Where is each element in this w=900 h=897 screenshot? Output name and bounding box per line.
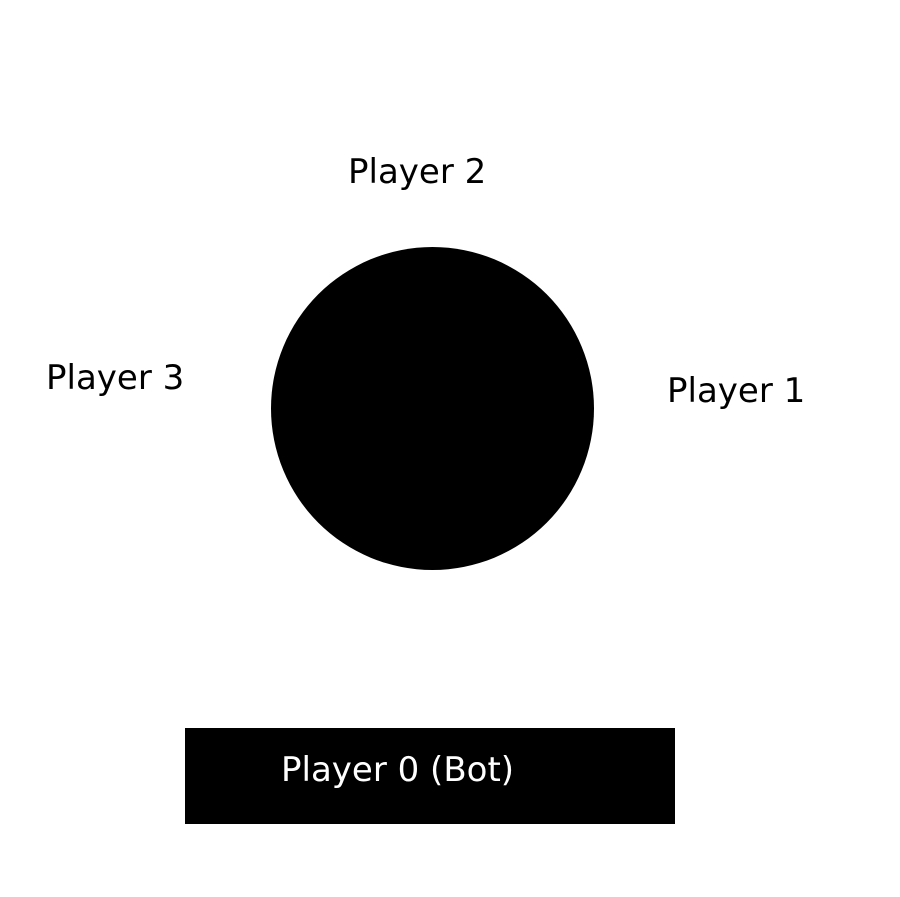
player-1-label: Player 1	[667, 371, 806, 411]
player-2-label: Player 2	[348, 152, 487, 192]
bot-player-bar: Player 0 (Bot)	[185, 728, 675, 824]
player-3-label: Player 3	[46, 358, 185, 398]
player-0-bot-label: Player 0 (Bot)	[281, 750, 515, 790]
table-circle	[271, 247, 594, 570]
